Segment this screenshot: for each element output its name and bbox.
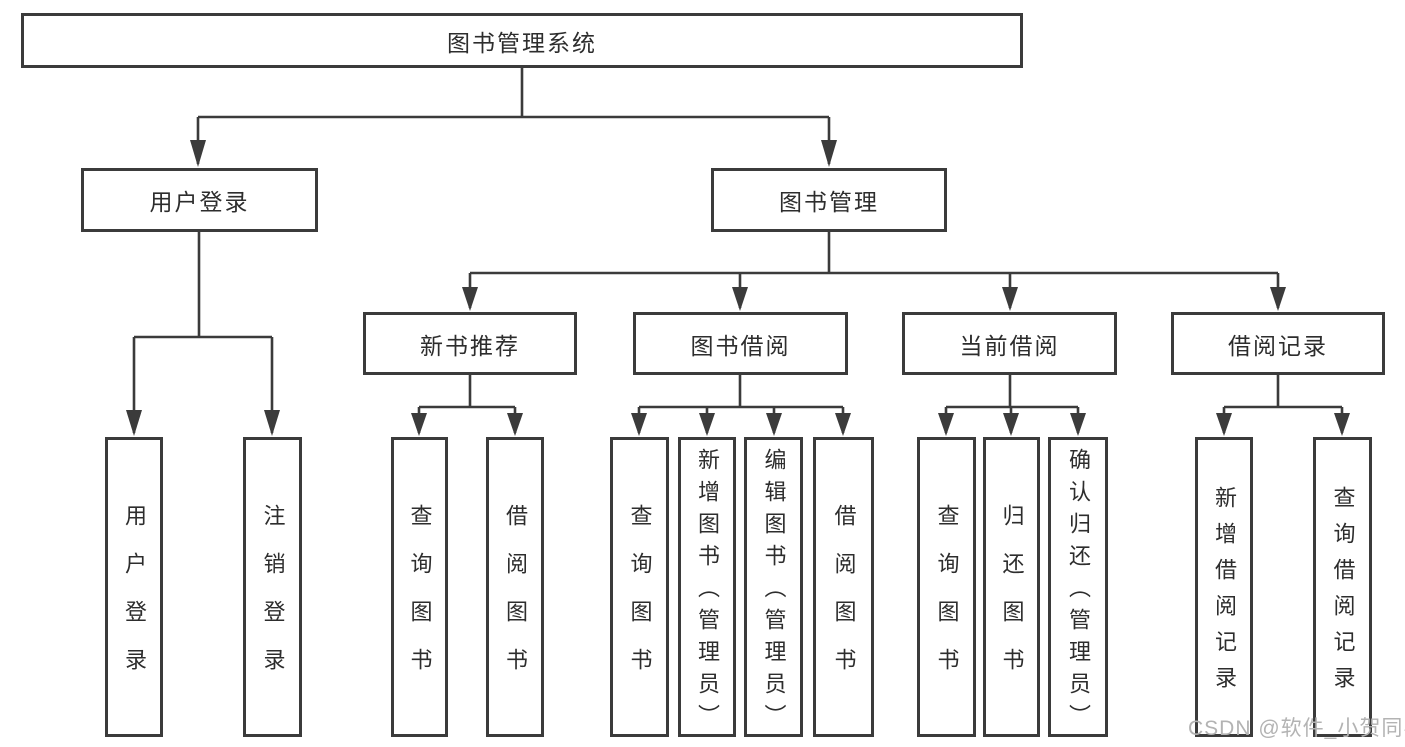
leaf-label: 查询图书 (627, 504, 653, 696)
leaf-label: 新增图书（管理员） (695, 448, 720, 736)
arrow-down-icons (126, 140, 1350, 436)
node-book-borrowing: 图书借阅 (633, 312, 848, 375)
node-label: 借阅记录 (1228, 332, 1328, 359)
leaf-confirm-return-admin: 确认归还（管理员） (1048, 437, 1108, 737)
leaf-user-login: 用户登录 (105, 437, 163, 737)
leaf-label: 借阅图书 (503, 504, 528, 696)
leaf-query-borrow-record: 查询借阅记录 (1313, 437, 1372, 737)
leaf-add-borrow-record: 新增借阅记录 (1195, 437, 1253, 737)
leaf-label: 查询图书 (934, 504, 960, 696)
leaf-label: 用户登录 (122, 504, 147, 696)
node-label: 用户登录 (149, 189, 250, 215)
leaf-label: 归还图书 (999, 504, 1025, 696)
leaf-logout: 注销登录 (243, 437, 302, 737)
leaf-edit-book-admin: 编辑图书（管理员） (744, 437, 803, 737)
watermark: CSDN @软件_小贺同学 (1188, 717, 1405, 740)
node-library-system: 图书管理系统 (21, 13, 1023, 68)
leaf-borrow-books-2: 借阅图书 (813, 437, 874, 737)
node-current-borrowing: 当前借阅 (902, 312, 1117, 375)
leaf-label: 借阅图书 (831, 504, 857, 696)
leaf-label: 确认归还（管理员） (1066, 448, 1091, 736)
leaf-label: 新增借阅记录 (1212, 486, 1237, 702)
node-user-login: 用户登录 (81, 168, 318, 232)
leaf-label: 查询借阅记录 (1330, 486, 1356, 702)
leaf-label: 查询图书 (407, 504, 433, 696)
node-label: 图书管理系统 (447, 29, 597, 56)
node-label: 图书借阅 (690, 332, 791, 359)
leaf-query-books-2: 查询图书 (610, 437, 669, 737)
node-label: 当前借阅 (959, 332, 1060, 359)
node-book-management: 图书管理 (711, 168, 947, 232)
node-label: 新书推荐 (420, 332, 520, 359)
leaf-return-books: 归还图书 (983, 437, 1040, 737)
leaf-label: 注销登录 (260, 504, 286, 696)
leaf-add-book-admin: 新增图书（管理员） (678, 437, 736, 737)
leaf-query-books-3: 查询图书 (917, 437, 976, 737)
leaf-label: 编辑图书（管理员） (761, 448, 787, 736)
leaf-query-books-1: 查询图书 (391, 437, 448, 737)
node-label: 图书管理 (779, 189, 879, 215)
node-new-book-recommend: 新书推荐 (363, 312, 577, 375)
leaf-borrow-books-1: 借阅图书 (486, 437, 544, 737)
node-borrowing-records: 借阅记录 (1171, 312, 1385, 375)
